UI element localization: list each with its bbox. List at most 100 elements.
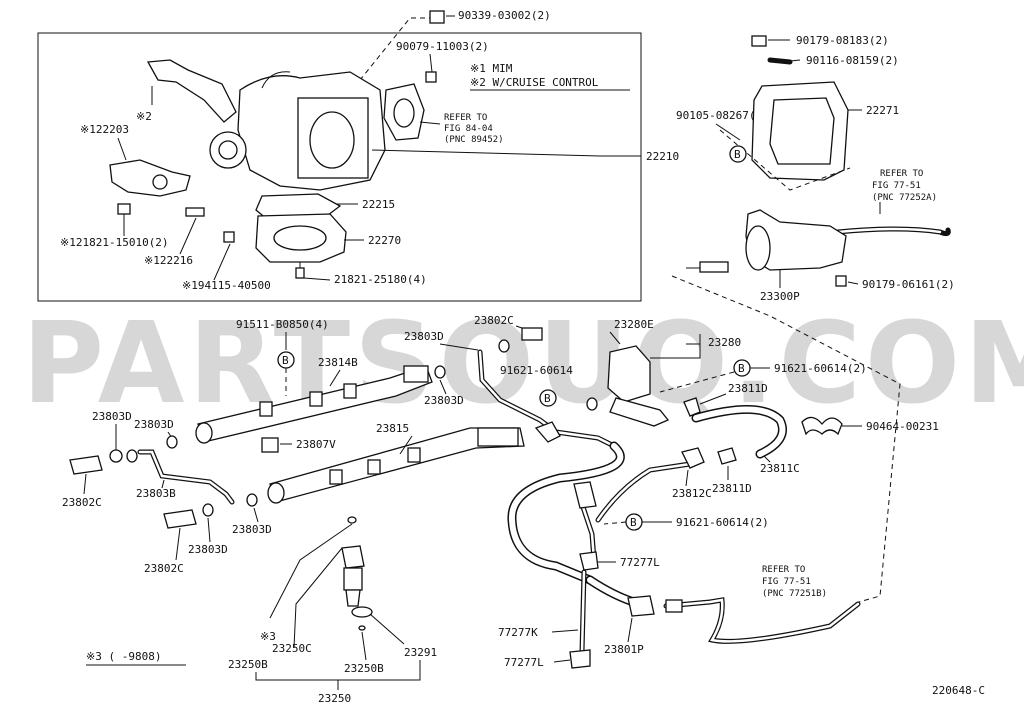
label-23811D-lower[interactable]: 23811D (712, 482, 752, 495)
label-90179-08183[interactable]: 90179-08183(2) (796, 34, 889, 47)
label-23300P[interactable]: 23300P (760, 290, 800, 303)
part-union-23801P (627, 595, 655, 617)
label-23812C[interactable]: 23812C (672, 487, 712, 500)
label-3-injector: ※3 (260, 630, 276, 643)
mark-b-4: B (738, 362, 745, 375)
label-91621-60614-c[interactable]: 91621-60614(2) (676, 516, 769, 529)
label-bracket-2: ※2 (136, 110, 152, 123)
note-mim: ※1 MIM (470, 62, 513, 75)
throttle-body-group-box (37, 32, 642, 302)
part-clip-90464 (801, 416, 843, 436)
label-23801P[interactable]: 23801P (604, 643, 644, 656)
part-cruise-bracket (146, 59, 237, 123)
part-delivery-pipe-23814B (195, 365, 433, 444)
label-91621-60614-a[interactable]: 91621-60614 (500, 364, 573, 377)
reference-mark-b-3 (539, 389, 557, 407)
part-damper-23807V (261, 437, 279, 453)
part-delivery-pipe-23815 (267, 427, 525, 504)
label-22271[interactable]: 22271 (866, 104, 899, 117)
part-gasket-23803D-2 (166, 435, 178, 449)
label-23803D-lower[interactable]: 23803D (188, 543, 228, 556)
label-23802C-top[interactable]: 23802C (474, 314, 514, 327)
hose-to-77251b (663, 597, 861, 644)
refer-text-1c: (PNC 89452) (444, 135, 504, 145)
part-77277L-lower (569, 649, 591, 669)
mark-b-2: B (282, 354, 289, 367)
label-23802C-lower[interactable]: 23802C (144, 562, 184, 575)
label-23803D-left[interactable]: 23803D (134, 418, 174, 431)
label-23811C[interactable]: 23811C (760, 462, 800, 475)
label-22215[interactable]: 22215 (362, 198, 395, 211)
part-90339 (429, 10, 445, 24)
part-90079 (425, 71, 437, 83)
label-23250B-left[interactable]: 23250B (228, 658, 268, 671)
part-throttle-body-22210 (209, 71, 386, 191)
label-23803D-top[interactable]: 23803D (404, 330, 444, 343)
label-194115-40500[interactable]: ※194115-40500 (182, 279, 271, 292)
label-90464-00231[interactable]: 90464-00231 (866, 420, 939, 433)
part-injector-23250 (341, 516, 365, 607)
note-cruise-control: ※2 W/CRUISE CONTROL (470, 76, 599, 89)
label-23250C[interactable]: 23250C (272, 642, 312, 655)
refer-text-2b: FIG 77-51 (872, 181, 921, 191)
refer-text-1a: REFER TO (444, 113, 487, 123)
part-bolt-121821 (117, 203, 131, 215)
refer-text-3c: (PNC 77251B) (762, 589, 827, 599)
label-23807V[interactable]: 23807V (296, 438, 336, 451)
part-194115 (223, 231, 235, 243)
label-122216[interactable]: ※122216 (144, 254, 193, 267)
label-23811D-top[interactable]: 23811D (728, 382, 768, 395)
label-90116-08159[interactable]: 90116-08159(2) (806, 54, 899, 67)
label-91511-b0850[interactable]: 91511-B0850(4) (236, 318, 329, 331)
label-23815[interactable]: 23815 (376, 422, 409, 435)
label-23250B-right[interactable]: 23250B (344, 662, 384, 675)
refer-text-2c: (PNC 77252A) (872, 193, 937, 203)
part-union-bolt-23802C-left (69, 455, 103, 475)
dashed-leader-filter (671, 275, 901, 605)
label-77277K[interactable]: 77277K (498, 626, 538, 639)
watermark: PARTSOUQ.COM (22, 299, 1024, 429)
part-union-23802C-top (521, 327, 543, 341)
refer-text-3a: REFER TO (762, 565, 805, 575)
label-90179-06161[interactable]: 90179-06161(2) (862, 278, 955, 291)
label-23802C-left[interactable]: 23802C (62, 496, 102, 509)
part-gasket-23803D-1 (434, 365, 446, 379)
mark-b-3: B (544, 392, 551, 405)
diagram-id: 220648-C (932, 684, 985, 697)
label-22210[interactable]: 22210 (646, 150, 679, 163)
reference-mark-b-1 (729, 145, 747, 163)
label-77277L-top[interactable]: 77277L (620, 556, 660, 569)
refer-text-1b: FIG 84-04 (444, 124, 493, 134)
part-filter-union (699, 261, 729, 273)
label-90105-08267[interactable]: 90105-08267(2) (676, 109, 769, 122)
label-23250[interactable]: 23250 (318, 692, 351, 705)
label-23280E[interactable]: 23280E (614, 318, 654, 331)
part-vsv-23280 (607, 345, 651, 403)
label-77277L-lower[interactable]: 77277L (504, 656, 544, 669)
refer-text-2a: REFER TO (880, 169, 923, 179)
footnote-date-range: ※3 ( -9808) (86, 650, 161, 663)
part-sensor-122203 (109, 159, 191, 197)
label-21821-25180[interactable]: 21821-25180(4) (334, 273, 427, 286)
part-90179-08183 (751, 35, 767, 47)
label-121821-15010[interactable]: ※121821-15010(2) (60, 236, 169, 249)
label-23803D-mid[interactable]: 23803D (424, 394, 464, 407)
label-90079-11003[interactable]: 90079-11003(2) (396, 40, 489, 53)
refer-text-3b: FIG 77-51 (762, 577, 811, 587)
label-23803D-right[interactable]: 23803D (232, 523, 272, 536)
mark-b-5: B (630, 516, 637, 529)
label-90339-03002[interactable]: 90339-03002(2) (458, 9, 551, 22)
part-122216 (185, 207, 205, 217)
label-22270[interactable]: 22270 (368, 234, 401, 247)
part-union-bolt-23802C-lower (163, 509, 197, 529)
label-23803B[interactable]: 23803B (136, 487, 176, 500)
part-oring-23291 (351, 606, 373, 618)
label-122203[interactable]: ※122203 (80, 123, 129, 136)
label-91621-60614-b[interactable]: 91621-60614(2) (774, 362, 867, 375)
label-23291[interactable]: 23291 (404, 646, 437, 659)
label-23280[interactable]: 23280 (708, 336, 741, 349)
label-23803D-far[interactable]: 23803D (92, 410, 132, 423)
label-23814B[interactable]: 23814B (318, 356, 358, 369)
